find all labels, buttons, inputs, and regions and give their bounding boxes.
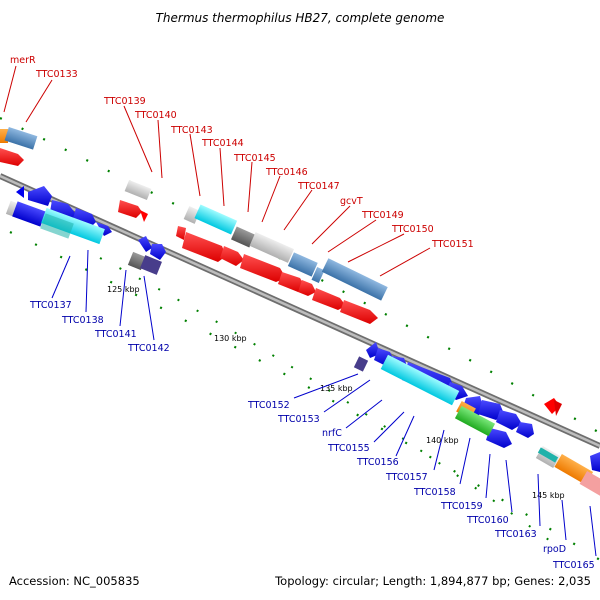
gene-label: TTC0145 — [233, 153, 276, 164]
accession-text: Accession: NC_005835 — [9, 574, 140, 588]
gene-label: TTC0140 — [134, 110, 177, 121]
tick-label: 135 kbp — [320, 384, 353, 393]
gene-box — [321, 258, 388, 301]
gene-arrow — [28, 186, 52, 206]
gene-box — [554, 453, 594, 485]
gene-box — [231, 226, 255, 248]
gene-arrow — [16, 186, 24, 198]
gene-label: TTC0143 — [170, 125, 213, 136]
forward-cog-track — [0, 127, 388, 301]
gene-box — [4, 127, 38, 150]
gene-box — [537, 447, 559, 463]
gene-arrow — [138, 236, 152, 252]
gene-box — [353, 356, 369, 372]
forward-strand-track — [0, 148, 562, 416]
forward-gene-labels: merR TTC0133 TTC0139 TTC0140 TTC0143 TTC… — [3, 55, 474, 277]
gene-label: TTC0146 — [265, 167, 308, 178]
gene-label: TTC0149 — [361, 210, 404, 221]
map-title: Thermus thermophilus HB27, complete geno… — [156, 11, 445, 25]
gene-arrow — [496, 410, 522, 430]
gene-label: TTC0137 — [29, 300, 72, 311]
gene-arrow — [340, 300, 378, 324]
gene-arrow — [478, 400, 504, 420]
gene-label: TTC0158 — [413, 487, 456, 498]
gene-label: TTC0139 — [103, 96, 146, 107]
gene-label: TTC0157 — [385, 472, 428, 483]
gene-arrow — [312, 288, 346, 310]
gene-label: TTC0133 — [35, 69, 78, 80]
gene-label: TTC0150 — [391, 224, 434, 235]
gene-arrow — [150, 244, 166, 260]
topology-text: Topology: circular; Length: 1,894,877 bp… — [274, 574, 591, 588]
gene-label: TTC0138 — [61, 315, 104, 326]
gene-label: TTC0151 — [431, 239, 474, 250]
gene-arrow — [0, 148, 24, 166]
gene-box — [194, 204, 238, 235]
tick-label: 140 kbp — [426, 436, 459, 445]
gene-box — [40, 213, 74, 239]
gene-label: TTC0163 — [494, 529, 537, 540]
gene-label: TTC0165 — [552, 560, 595, 571]
reverse-gene-labels: TTC0137 TTC0138 TTC0141 TTC0142 TTC0152 … — [29, 249, 597, 571]
gene-arrow — [516, 422, 534, 438]
reverse-cog-track — [5, 200, 600, 496]
gene-arrow — [240, 254, 286, 282]
gene-arrow — [298, 280, 316, 296]
gene-box — [124, 179, 152, 201]
gene-arrow — [590, 452, 600, 472]
gene-box — [311, 266, 325, 284]
gene-label: TTC0156 — [356, 457, 399, 468]
tick-label: 125 kbp — [107, 285, 140, 294]
gene-label: rpoD — [543, 544, 566, 555]
gene-box — [380, 354, 460, 406]
gene-arrow — [220, 246, 244, 266]
gene-box — [12, 201, 46, 227]
gene-arrow — [554, 400, 562, 416]
gene-label: TTC0147 — [297, 181, 340, 192]
gene-arrow — [278, 272, 306, 292]
gene-box — [579, 470, 600, 496]
gene-box — [41, 207, 105, 245]
gene-arrow — [486, 428, 512, 448]
scale-ticks: 125 kbp 130 kbp 135 kbp 140 kbp 145 kbp — [107, 285, 565, 500]
gene-label: TTC0155 — [327, 443, 370, 454]
tick-label: 130 kbp — [214, 334, 247, 343]
tick-label: 145 kbp — [532, 491, 565, 500]
gene-label: merR — [10, 55, 36, 66]
gene-label: TTC0153 — [277, 414, 320, 425]
gene-box — [249, 232, 295, 263]
gene-arrow — [140, 210, 148, 222]
gene-label: TTC0160 — [466, 515, 509, 526]
gene-box — [0, 129, 8, 143]
gene-label: nrfC — [322, 428, 342, 439]
gene-label: TTC0142 — [127, 343, 170, 354]
gene-arrow — [176, 226, 186, 240]
gene-box — [287, 252, 318, 277]
gene-box — [454, 405, 496, 437]
gene-label: TTC0152 — [247, 400, 290, 411]
gene-label: TTC0141 — [94, 329, 137, 340]
gene-box — [140, 255, 162, 275]
gene-label: gcvT — [340, 196, 363, 207]
gene-arrow — [182, 232, 226, 262]
gene-box — [183, 206, 201, 224]
gene-label: TTC0159 — [440, 501, 483, 512]
gene-arrow — [118, 200, 142, 218]
gene-label: TTC0144 — [201, 138, 244, 149]
